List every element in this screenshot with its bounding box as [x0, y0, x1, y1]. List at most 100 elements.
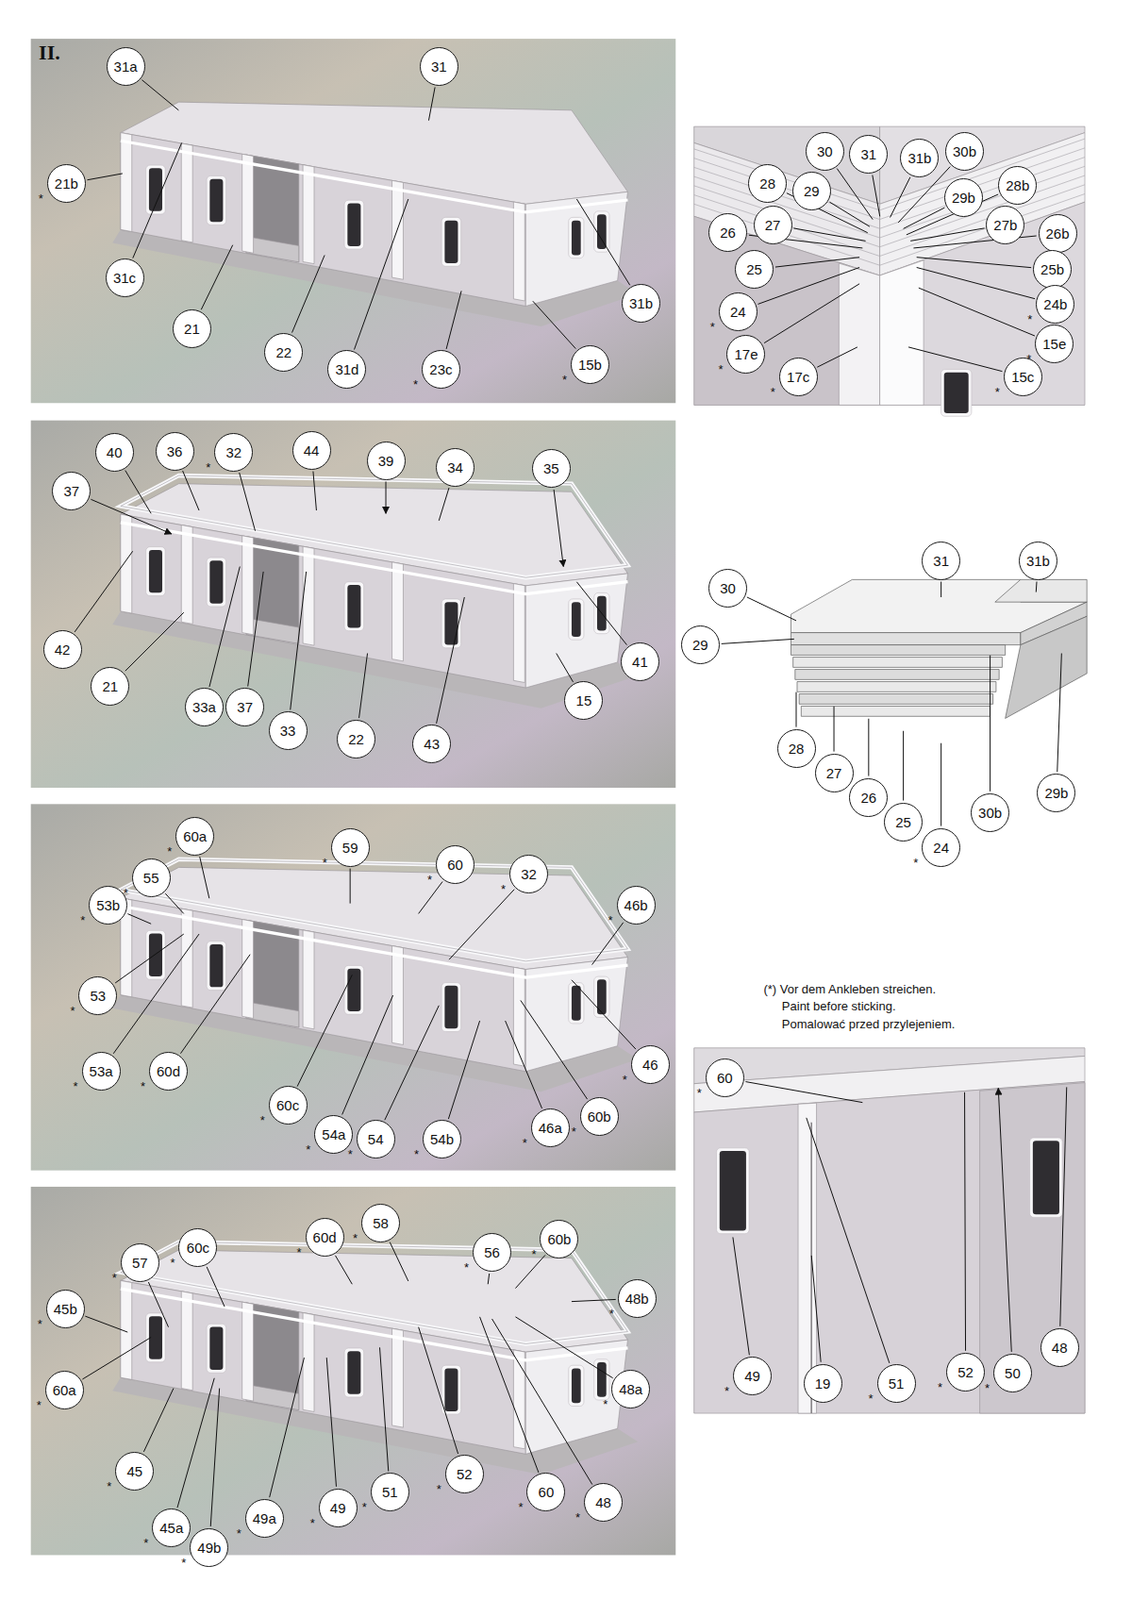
paint-mark: * [143, 1536, 149, 1549]
pilaster [880, 260, 925, 406]
paint-mark: * [724, 1384, 730, 1398]
leader-line [418, 1327, 459, 1454]
window [571, 601, 582, 637]
leader-line [480, 1316, 539, 1473]
callout-text: 15e [1042, 336, 1066, 351]
callout-text: 31b [629, 296, 653, 311]
window [347, 584, 361, 628]
leader-line [183, 470, 200, 511]
callout-text: 31c [113, 270, 136, 285]
window-frame [441, 1365, 462, 1415]
paint-mark: * [181, 1556, 186, 1569]
callout-text: 24 [932, 840, 949, 855]
photo-background [694, 126, 1085, 405]
leader-line [269, 1357, 305, 1498]
pilaster [392, 946, 404, 1046]
photo-background [694, 1048, 1085, 1414]
recess-floor [246, 1383, 300, 1410]
callout-text: 54a [321, 1127, 346, 1142]
layer-top-b [995, 579, 1087, 602]
window [444, 1367, 458, 1411]
callout-number: 33a [184, 687, 224, 727]
callout-number: 30 [708, 568, 748, 608]
paint-mark: * [36, 1398, 42, 1412]
leader-line [732, 1236, 750, 1355]
leader-line [239, 472, 256, 532]
callout-text: 60b [587, 1109, 612, 1124]
callout-text: 48 [1051, 1340, 1068, 1355]
callout-text: 52 [957, 1365, 974, 1380]
paint-mark: * [609, 1307, 615, 1320]
callout-text: 60 [716, 1070, 733, 1085]
callout-text: 48b [625, 1291, 650, 1306]
callout-number: 46a* [531, 1108, 570, 1148]
paint-mark: * [697, 1086, 702, 1099]
window-frame [441, 982, 462, 1033]
callout-text: 28b [1005, 178, 1030, 193]
paint-mark: * [140, 1080, 146, 1093]
leader-line [940, 743, 942, 827]
callout-text: 26 [719, 225, 736, 240]
leader-line [326, 1357, 336, 1487]
callout-number: 60d* [149, 1051, 188, 1091]
callout-text: 15 [576, 693, 593, 708]
window-frame [344, 1348, 365, 1398]
leader-line [556, 653, 574, 683]
callout-number: 31a [106, 47, 146, 86]
callout-text: 49 [330, 1500, 347, 1515]
paint-mark: * [984, 1381, 990, 1395]
callout-number: 32* [214, 432, 253, 472]
leader-line [438, 487, 450, 521]
window [149, 933, 163, 977]
callout-text: 17c [786, 369, 810, 384]
cornice-layer [880, 175, 1085, 248]
front-wall [120, 133, 526, 307]
callout-text: 21b [54, 176, 79, 191]
callout-text: 23c [429, 362, 452, 377]
leader-line [836, 168, 873, 220]
window-frame [1030, 1137, 1064, 1217]
paint-mark: * [236, 1527, 242, 1540]
callout-number: 50* [993, 1353, 1033, 1393]
callout-number: 25 [734, 249, 774, 289]
callout-number: 27b [985, 205, 1025, 245]
callout-text: 51 [888, 1376, 905, 1391]
pilaster [513, 966, 525, 1066]
callout-text: 27 [826, 765, 843, 781]
callout-text: 36 [166, 444, 184, 459]
callout-number: 32* [509, 854, 549, 894]
callout-number: 60* [435, 845, 475, 884]
paint-mark: * [69, 1004, 75, 1017]
callout-number: 54* [356, 1119, 396, 1159]
pilaster [242, 535, 254, 635]
callout-text: 48a [618, 1381, 643, 1397]
callout-number: 26 [849, 778, 888, 817]
window-frame [206, 941, 227, 991]
callout-number: 30b [970, 793, 1010, 833]
leader-line [206, 1266, 225, 1307]
leader-line [113, 933, 200, 1054]
leader-line [448, 1020, 480, 1119]
cornice-layer [797, 682, 997, 693]
callout-number: 46b* [616, 885, 656, 925]
leader-line [998, 1087, 1012, 1351]
callout-text: 33 [280, 723, 297, 738]
callout-text: 30b [952, 144, 977, 159]
callout-text: 55 [143, 870, 160, 885]
paint-mark: * [571, 1125, 577, 1138]
paint-mark: * [1027, 313, 1033, 326]
callout-number: 26 [708, 213, 748, 252]
leader-line [796, 692, 798, 728]
leader-line [872, 175, 881, 217]
callout-text: 53a [89, 1064, 114, 1079]
leader-line [829, 201, 870, 227]
parapet [120, 475, 629, 578]
leader-line [359, 653, 368, 719]
leader-line [721, 638, 795, 644]
leader-line [592, 922, 624, 966]
callout-text: 25 [895, 815, 912, 830]
pilaster [302, 1313, 315, 1413]
paint-mark: * [166, 845, 172, 858]
callout-text: 60 [447, 857, 464, 872]
window [209, 944, 223, 987]
